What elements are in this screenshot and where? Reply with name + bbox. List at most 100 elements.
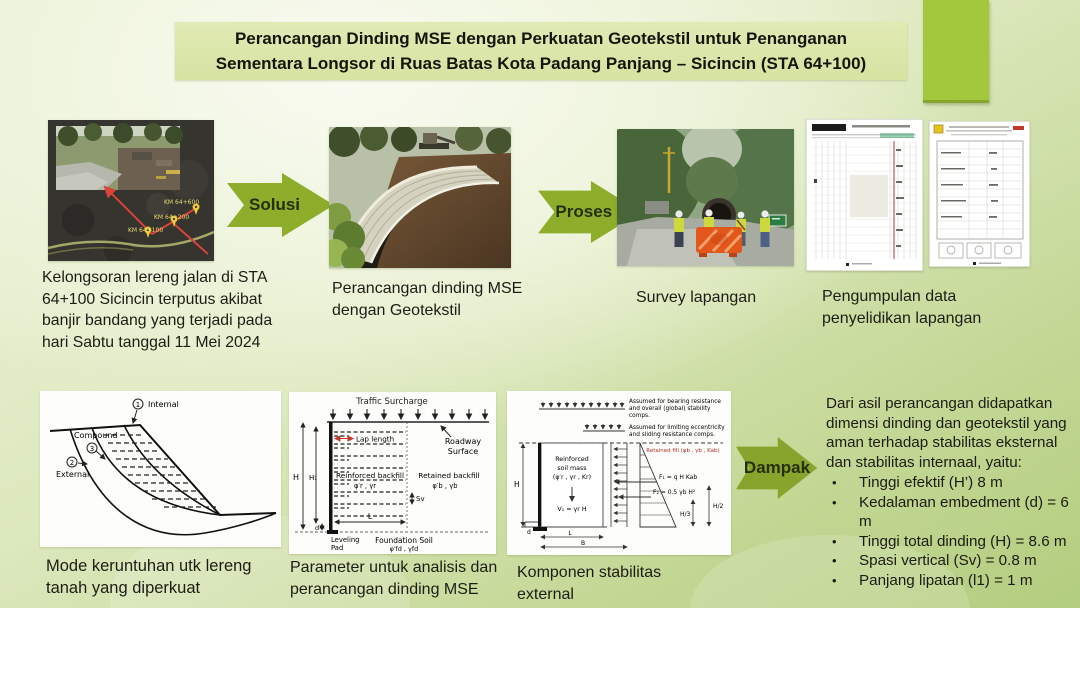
external-label: External	[56, 470, 89, 479]
slide-title-line1: Perancangan Dinding MSE dengan Perkuatan…	[234, 29, 848, 48]
arrow-right-icon	[538, 180, 642, 244]
mse-wall-photo	[329, 127, 511, 268]
container	[645, 201, 669, 214]
height-H1-label: H₁	[309, 474, 317, 482]
leveling-pad-label: Leveling	[331, 536, 359, 544]
H2-dimension-label: H/2	[713, 503, 724, 510]
bullet-icon	[826, 532, 859, 552]
bearing-note: and overall (global) stability	[629, 406, 711, 412]
bearing-note: comps.	[629, 413, 650, 419]
title-box: Perancangan Dinding MSE dengan Perkuatan…	[175, 22, 907, 80]
height-H-label: H	[293, 473, 299, 482]
caption-survey: Survey lapangan	[636, 289, 757, 306]
test-data-document	[929, 121, 1030, 267]
proses-arrow: Proses	[538, 180, 642, 244]
retained-backfill-symbols: φ′b , γb	[432, 482, 457, 490]
caption-failure-modes: Mode keruntuhan utk lereng tanah yang di…	[46, 557, 252, 597]
foundation-soil-symbols: φ′fd , γfd	[390, 545, 419, 553]
embedment-d-label: d	[315, 524, 319, 532]
sliding-note: and sliding resistance comps.	[629, 432, 715, 438]
bearing-note: Assumed for bearing resistance	[629, 399, 721, 405]
boring-log-document	[806, 119, 923, 271]
roadway-surface-label: Surface	[448, 447, 479, 456]
result-bullet-text: Panjang lipatan (l1) = 1 m	[859, 571, 1033, 589]
bullet-icon	[826, 571, 859, 591]
reinforced-soil-mass-label: soil mass	[557, 465, 586, 472]
retained-backfill-label: Retained backfill	[418, 471, 479, 480]
caption-landslide: Kelongsoran lereng jalan di STA 64+100 S…	[42, 269, 273, 351]
leveling-pad-label: Pad	[331, 544, 343, 552]
failure-mode-number: 1	[136, 401, 140, 409]
map-pin	[144, 226, 152, 238]
proses-arrow-label: Proses	[555, 202, 613, 221]
bullet-icon	[826, 473, 859, 493]
solusi-arrow: Solusi	[227, 172, 335, 238]
result-bullet: Tinggi total dinding (H) = 8.6 m	[826, 532, 1076, 552]
reinforced-soil-mass-label: Reinforced	[555, 456, 589, 463]
bullet-icon	[826, 551, 859, 571]
bullet-icon	[826, 493, 859, 532]
compound-label: Compound	[74, 431, 117, 440]
km-label: KM 64+200	[154, 214, 189, 221]
failure-modes-diagram: 1 Internal Compound 3 2 External	[40, 391, 281, 547]
result-bullet-text: Spasi vertical (Sv) = 0.8 m	[859, 552, 1037, 569]
slide-title-line2: Sementara Longsor di Ruas Batas Kota Pad…	[215, 54, 867, 73]
km-label: KM 64+600	[164, 199, 199, 206]
excavator	[419, 133, 456, 149]
reinforced-soil-mass-symbols: (φ′r , γr , Kr)	[553, 474, 591, 481]
traffic-barrier	[696, 227, 743, 257]
vertical-force-label: V₁ = γr H	[557, 506, 586, 513]
result-bullet: Panjang lipatan (l1) = 1 m	[826, 571, 1076, 591]
vertical-spacing-label: Sv	[416, 495, 425, 503]
caption-mse-design: Perancangan dinding MSE dengan Geoteksti…	[332, 280, 523, 319]
length-L-label: L	[368, 512, 373, 521]
roadway-surface-label: Roadway	[445, 437, 482, 446]
reinforced-backfill-symbols: φ′r , γr	[354, 482, 376, 490]
survey-photo	[617, 129, 794, 266]
embedment-d-label: d	[527, 529, 531, 536]
width-B-label: B	[581, 540, 585, 547]
person	[674, 210, 684, 247]
road-sign	[768, 214, 787, 227]
result-bullet-text: Tinggi efektif (H’) 8 m	[859, 474, 1003, 491]
H3-dimension-label: H/3	[680, 511, 691, 518]
result-bullet: Tinggi efektif (H’) 8 m	[826, 473, 1076, 493]
length-L-label: L	[568, 530, 572, 537]
sliding-note: Assumed for limiting eccentricity	[629, 425, 725, 431]
dampak-arrow-label: Dampak	[743, 458, 811, 477]
height-H-label: H	[514, 480, 520, 489]
force-F2-label: F₂ = 0.5 γb H²	[653, 489, 696, 496]
force-F1-label: F₁ = q H Kab	[659, 474, 697, 481]
lap-length-label: Lap length	[356, 435, 394, 444]
solusi-arrow-label: Solusi	[249, 195, 301, 214]
corner-accent-rect	[923, 0, 989, 103]
result-bullet-text: Tinggi total dinding (H) = 8.6 m	[859, 532, 1067, 550]
failure-mode-number: 3	[90, 445, 94, 453]
foundation-soil-label: Foundation Soil	[375, 536, 433, 545]
km-label: KM 64+100	[128, 227, 163, 234]
result-bullet: Spasi vertical (Sv) = 0.8 m	[826, 551, 1076, 571]
results-block: Dari asil perancangan didapatkan dimensi…	[826, 394, 1076, 590]
retained-fill-label: Retained fill (φb , γb , Kab)	[646, 448, 719, 454]
caption-parameters: Parameter untuk analisis dan perancangan…	[290, 559, 498, 598]
inset-road-photo	[56, 123, 183, 190]
traffic-surcharge-label: Traffic Surcharge	[355, 397, 428, 407]
map-pin	[192, 203, 200, 215]
internal-label: Internal	[148, 400, 179, 409]
caption-external-stability: Komponen stabilitas external	[517, 564, 662, 603]
caption-data-collection: Pengumpulan data penyelidikan lapangan	[822, 288, 982, 327]
landslide-photo: KM 64+600 KM 64+200 KM 64+100	[48, 120, 214, 261]
reinforced-backfill-label: Reinforced backfill	[336, 471, 404, 480]
dampak-arrow: Dampak	[736, 436, 818, 500]
result-bullet: Kedalaman embedment (d) = 6 m	[826, 493, 1076, 532]
arrow-right-icon	[736, 436, 818, 500]
map-pin	[170, 215, 178, 227]
result-bullet-text: Kedalaman embedment (d) = 6 m	[859, 493, 1069, 531]
slide: Perancangan Dinding MSE dengan Perkuatan…	[0, 0, 1080, 608]
external-stability-diagram: Assumed for bearing resistance and overa…	[507, 391, 731, 555]
arrow-right-icon	[227, 173, 334, 237]
parameters-diagram: Traffic Surcharge Roadway Surface	[289, 392, 496, 554]
results-intro: Dari asil perancangan didapatkan dimensi…	[826, 395, 1067, 471]
person	[760, 210, 770, 247]
failure-mode-number: 2	[70, 459, 74, 467]
